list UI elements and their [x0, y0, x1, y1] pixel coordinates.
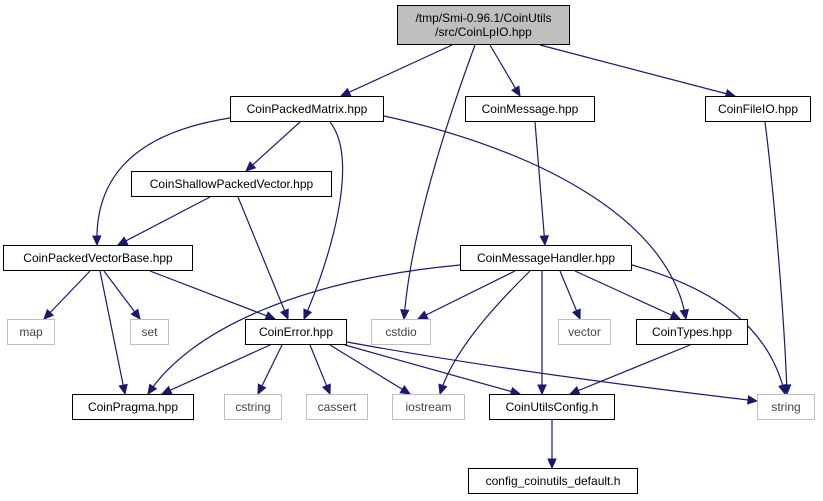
root-path-line1: /tmp/Smi-0.96.1/CoinUtils	[415, 11, 552, 25]
node-coin-shallow-packed-vector[interactable]: CoinShallowPackedVector.hpp	[131, 171, 332, 197]
arrowhead-handler-to-string	[778, 383, 788, 396]
node-vector[interactable]: vector	[558, 319, 611, 345]
node-coin-utils-config[interactable]: CoinUtilsConfig.h	[489, 394, 615, 420]
node-coinlpio-root[interactable]: /tmp/Smi-0.96.1/CoinUtils /src/CoinLpIO.…	[397, 5, 570, 45]
node-coin-packed-matrix[interactable]: CoinPackedMatrix.hpp	[230, 96, 384, 122]
arrowhead-handler-to-iostream	[438, 383, 448, 396]
edge-handler-to-pragma	[147, 264, 461, 395]
edge-shallow-to-vector-base	[117, 196, 211, 246]
arrowhead-handler-to-pragma	[147, 383, 158, 396]
arrowhead-vector-base-to-map	[43, 308, 55, 320]
edge-root-to-cstdio	[403, 44, 476, 320]
node-string[interactable]: string	[757, 394, 815, 420]
edge-error-to-string	[346, 341, 758, 402]
arrowhead-packed-matrix-to-shallow	[245, 161, 257, 172]
root-path-line2: /src/CoinLpIO.hpp	[435, 25, 532, 39]
node-iostream[interactable]: iostream	[392, 394, 465, 420]
node-coin-error[interactable]: CoinError.hpp	[245, 319, 347, 345]
arrowhead-error-to-iostream	[399, 384, 412, 395]
edge-handler-to-iostream	[439, 270, 531, 395]
arrowhead-root-to-cstdio	[400, 309, 410, 321]
arrowhead-packed-matrix-to-types	[679, 308, 689, 321]
edge-types-to-config	[569, 344, 691, 395]
edge-root-to-file-io	[539, 44, 736, 97]
node-coin-pragma[interactable]: CoinPragma.hpp	[72, 394, 194, 420]
arrowhead-handler-to-config	[537, 384, 547, 396]
arrowhead-root-to-message	[511, 85, 521, 98]
arrowhead-handler-to-vector	[571, 308, 581, 321]
node-coin-types[interactable]: CoinTypes.hpp	[636, 319, 748, 345]
edge-packed-matrix-to-types	[383, 115, 687, 320]
edge-vector-base-to-error	[149, 270, 276, 320]
edge-packed-matrix-to-shallow	[245, 121, 301, 172]
arrowhead-error-to-cstring	[257, 383, 267, 396]
edge-packed-matrix-to-vector-base	[96, 117, 231, 246]
arrowhead-root-to-packed-matrix	[339, 87, 352, 97]
edge-packed-matrix-to-error	[303, 121, 344, 320]
arrowhead-error-to-string	[747, 395, 759, 405]
arrowhead-packed-matrix-to-error	[303, 308, 313, 321]
edge-vector-base-to-map	[43, 270, 91, 320]
node-coin-file-io[interactable]: CoinFileIO.hpp	[705, 96, 811, 122]
arrowhead-vector-base-to-pragma	[118, 383, 128, 396]
edge-handler-to-string	[631, 264, 786, 395]
arrowhead-message-to-handler	[539, 235, 549, 247]
arrowhead-vector-base-to-set	[130, 308, 141, 320]
edge-root-to-message	[489, 44, 521, 97]
node-coin-message[interactable]: CoinMessage.hpp	[465, 96, 595, 122]
node-coin-packed-vector-base[interactable]: CoinPackedVectorBase.hpp	[3, 245, 193, 271]
arrowhead-error-to-pragma	[160, 385, 173, 395]
arrowhead-shallow-to-error	[279, 308, 289, 321]
node-map[interactable]: map	[7, 319, 55, 345]
edge-error-to-iostream	[329, 344, 411, 395]
arrowhead-handler-to-cstdio	[416, 310, 429, 320]
arrowhead-error-to-cassert	[321, 383, 331, 396]
edge-error-to-pragma	[161, 344, 271, 395]
edge-handler-to-cstdio	[417, 270, 516, 320]
arrowhead-packed-matrix-to-vector-base	[92, 235, 102, 247]
edge-root-to-packed-matrix	[340, 44, 453, 97]
node-cassert[interactable]: cassert	[306, 394, 368, 420]
edge-file-io-to-string	[764, 121, 788, 395]
edge-error-to-config	[344, 344, 521, 395]
node-config-coinutils-default[interactable]: config_coinutils_default.h	[468, 468, 638, 494]
node-set[interactable]: set	[130, 319, 169, 345]
arrowhead-config-to-default	[547, 458, 557, 470]
node-coin-message-handler[interactable]: CoinMessageHandler.hpp	[460, 245, 632, 271]
node-cstring[interactable]: cstring	[224, 394, 282, 420]
edge-message-to-handler	[534, 121, 546, 246]
node-cstdio[interactable]: cstdio	[371, 319, 431, 345]
edge-vector-base-to-pragma	[99, 270, 126, 395]
edge-shallow-to-error	[237, 196, 289, 320]
edge-handler-to-types	[574, 270, 681, 320]
arrowhead-handler-to-types	[669, 310, 682, 320]
edge-vector-base-to-set	[103, 270, 141, 320]
arrowhead-shallow-to-vector-base	[116, 236, 129, 246]
